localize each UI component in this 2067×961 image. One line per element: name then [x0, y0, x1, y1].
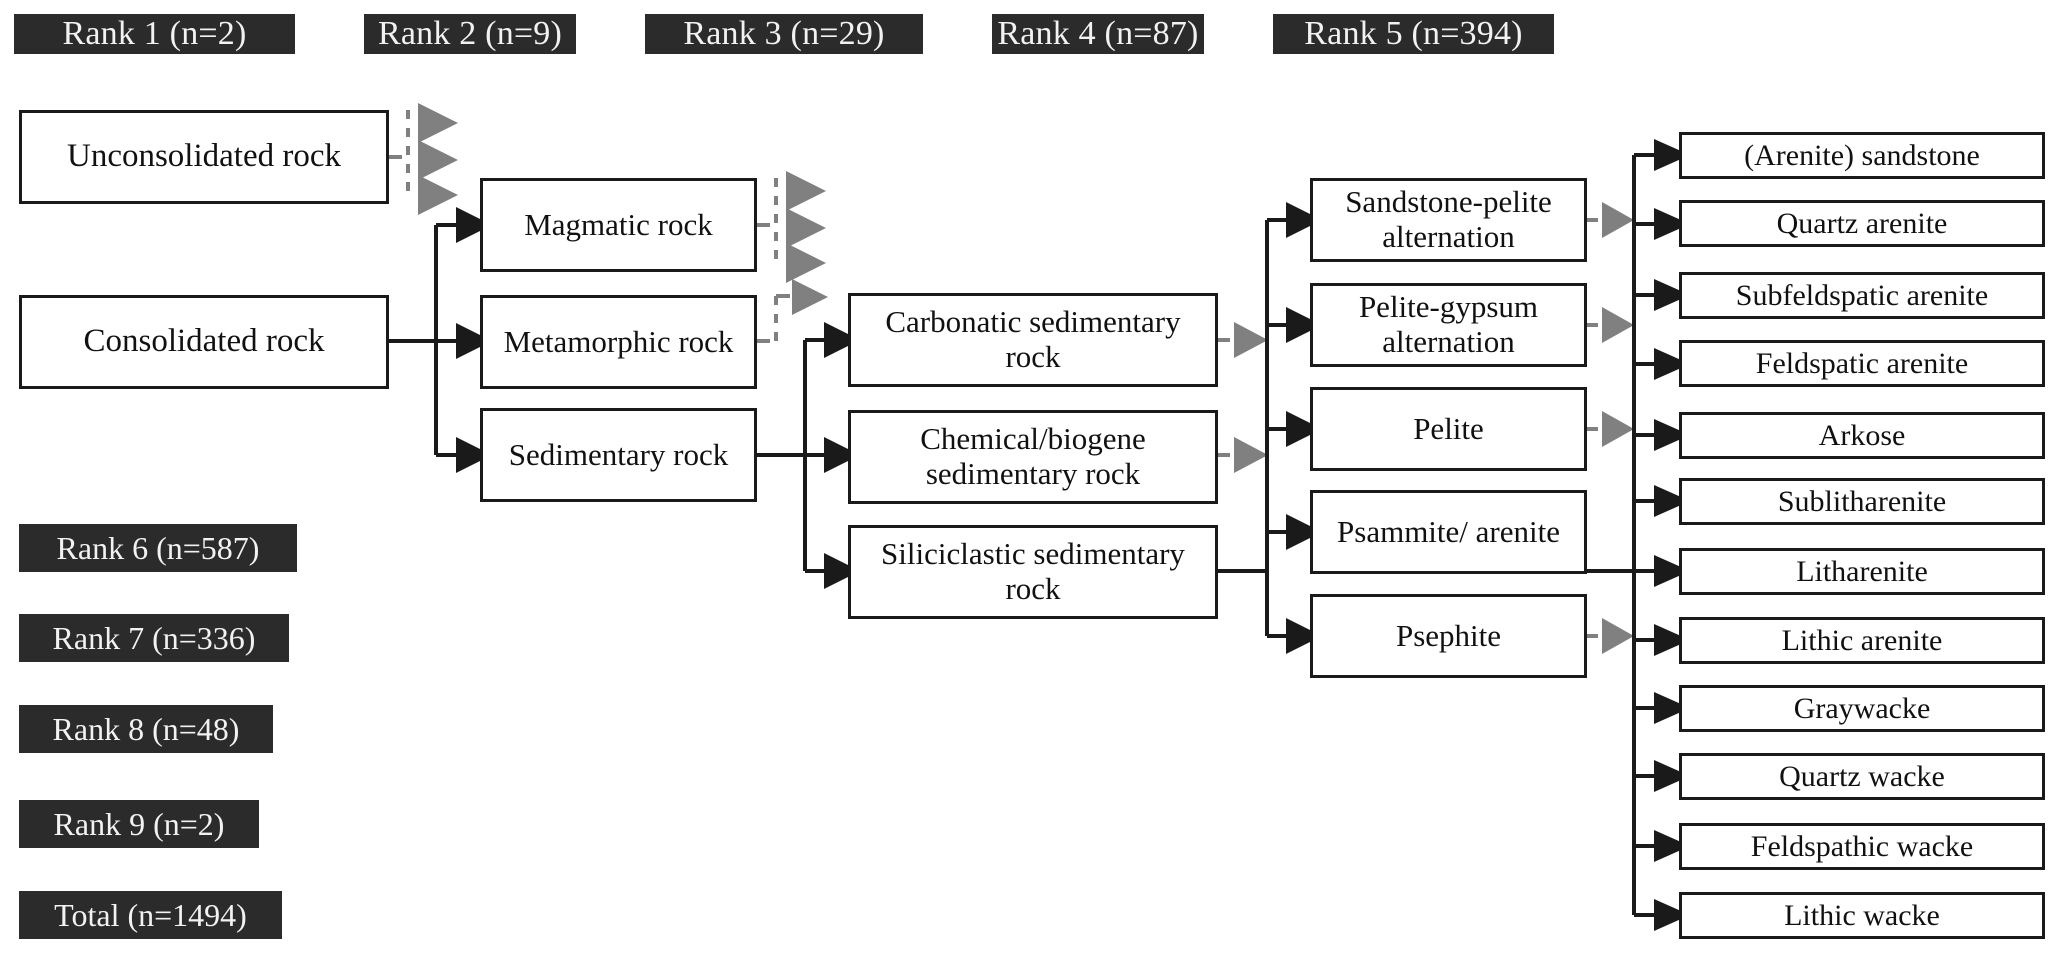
node-pelite-gypsum-alternation[interactable]: Pelite-gypsum alternation	[1310, 283, 1587, 367]
node-psammite-arenite[interactable]: Psammite/ arenite	[1310, 490, 1587, 574]
node-unconsolidated-rock[interactable]: Unconsolidated rock	[19, 110, 389, 204]
node-lithic-wacke[interactable]: Lithic wacke	[1679, 892, 2045, 939]
node-carbonatic-sedimentary-rock[interactable]: Carbonatic sedimentary rock	[848, 293, 1218, 387]
node-siliciclastic-sedimentary-rock[interactable]: Siliciclastic sedimentary rock	[848, 525, 1218, 619]
node-metamorphic-rock[interactable]: Metamorphic rock	[480, 295, 757, 389]
node-graywacke-label: Graywacke	[1793, 691, 1931, 725]
rank-label-8: Rank 8 (n=48)	[19, 705, 273, 753]
node-carbonatic-sedimentary-rock-label: Carbonatic sedimentary rock	[885, 304, 1181, 374]
node-pelite-gypsum-alternation-label: Pelite-gypsum alternation	[1358, 289, 1539, 359]
node-sublitharenite-label: Sublitharenite	[1777, 484, 1947, 518]
node-litharenite[interactable]: Litharenite	[1679, 548, 2045, 595]
continuation-marker-chemical-biogene-sedimentary-rock	[1218, 437, 1268, 473]
rank-header-3-label: Rank 3 (n=29)	[683, 15, 885, 52]
continuation-marker-pelite-gypsum-alternation	[1587, 307, 1634, 343]
edge-psammite-arenite-to-rank5	[1587, 139, 1690, 931]
edge-consolidated-rock-to-rank2	[389, 207, 492, 473]
rank-header-5-label: Rank 5 (n=394)	[1304, 15, 1523, 52]
node-feldspathic-wacke-label: Feldspathic wacke	[1750, 829, 1974, 863]
edge-sedimentary-rock-to-rank3	[757, 322, 860, 589]
rank-header-1-label: Rank 1 (n=2)	[62, 15, 247, 52]
node-magmatic-rock[interactable]: Magmatic rock	[480, 178, 757, 272]
node-sublitharenite[interactable]: Sublitharenite	[1679, 478, 2045, 525]
node-chemical-biogene-sedimentary-rock[interactable]: Chemical/biogene sedimentary rock	[848, 410, 1218, 504]
rank-header-1: Rank 1 (n=2)	[14, 14, 295, 54]
node-lithic-arenite-label: Lithic arenite	[1781, 623, 1943, 657]
node-psammite-arenite-label: Psammite/ arenite	[1337, 513, 1560, 549]
continuation-marker-unconsolidated-rock	[389, 103, 458, 215]
node-arkose-label: Arkose	[1818, 418, 1906, 452]
continuation-marker-magmatic-rock	[757, 171, 826, 283]
node-sandstone-pelite-alternation[interactable]: Sandstone-pelite alternation	[1310, 178, 1587, 262]
node-feldspathic-wacke[interactable]: Feldspathic wacke	[1679, 823, 2045, 870]
node-chemical-biogene-sedimentary-rock-label: Chemical/biogene sedimentary rock	[920, 421, 1146, 491]
node-quartz-wacke[interactable]: Quartz wacke	[1679, 753, 2045, 800]
node-psephite-label: Psephite	[1395, 617, 1502, 653]
node-sedimentary-rock-label: Sedimentary rock	[508, 436, 729, 472]
node-arenite-sandstone[interactable]: (Arenite) sandstone	[1679, 132, 2045, 179]
continuation-marker-pelite	[1587, 411, 1634, 447]
node-consolidated-rock[interactable]: Consolidated rock	[19, 295, 389, 389]
continuation-marker-carbonatic-sedimentary-rock	[1218, 322, 1268, 358]
node-arkose[interactable]: Arkose	[1679, 412, 2045, 459]
continuation-marker-psephite	[1587, 618, 1634, 654]
node-arenite-sandstone-label: (Arenite) sandstone	[1744, 138, 1980, 172]
rank-header-2-label: Rank 2 (n=9)	[378, 15, 562, 52]
node-quartz-arenite[interactable]: Quartz arenite	[1679, 200, 2045, 247]
rank-label-6: Rank 6 (n=587)	[19, 524, 297, 572]
rank-label-6-text: Rank 6 (n=587)	[56, 530, 260, 566]
node-metamorphic-rock-label: Metamorphic rock	[503, 323, 734, 359]
rank-header-4: Rank 4 (n=87)	[992, 14, 1204, 54]
node-pelite[interactable]: Pelite	[1310, 387, 1587, 471]
node-consolidated-rock-label: Consolidated rock	[83, 323, 325, 360]
node-siliciclastic-sedimentary-rock-label: Siliciclastic sedimentary rock	[881, 536, 1185, 606]
node-unconsolidated-rock-label: Unconsolidated rock	[66, 138, 341, 175]
rank-label-7: Rank 7 (n=336)	[19, 614, 289, 662]
node-lithic-wacke-label: Lithic wacke	[1784, 898, 1940, 932]
rank-label-8-text: Rank 8 (n=48)	[52, 711, 240, 747]
node-sedimentary-rock[interactable]: Sedimentary rock	[480, 408, 757, 502]
rank-label-9-text: Rank 9 (n=2)	[53, 806, 225, 842]
node-feldspatic-arenite[interactable]: Feldspatic arenite	[1679, 340, 2045, 387]
node-lithic-arenite[interactable]: Lithic arenite	[1679, 617, 2045, 664]
rank-header-3: Rank 3 (n=29)	[645, 14, 923, 54]
node-feldspatic-arenite-label: Feldspatic arenite	[1755, 346, 1969, 380]
node-graywacke[interactable]: Graywacke	[1679, 685, 2045, 732]
node-sandstone-pelite-alternation-label: Sandstone-pelite alternation	[1345, 184, 1552, 254]
edge-siliciclastic-sedimentary-rock-to-rank4	[1218, 202, 1322, 654]
rank-header-5: Rank 5 (n=394)	[1273, 14, 1554, 54]
total-label-text: Total (n=1494)	[54, 897, 247, 933]
node-quartz-arenite-label: Quartz arenite	[1776, 206, 1948, 240]
node-quartz-wacke-label: Quartz wacke	[1779, 759, 1945, 793]
node-pelite-label: Pelite	[1413, 410, 1484, 446]
total-label: Total (n=1494)	[19, 891, 282, 939]
node-psephite[interactable]: Psephite	[1310, 594, 1587, 678]
node-magmatic-rock-label: Magmatic rock	[524, 206, 713, 242]
rank-label-9: Rank 9 (n=2)	[19, 800, 259, 848]
node-litharenite-label: Litharenite	[1796, 554, 1928, 588]
rank-header-2: Rank 2 (n=9)	[364, 14, 576, 54]
node-subfeldspatic-arenite[interactable]: Subfeldspatic arenite	[1679, 272, 2045, 319]
rank-header-4-label: Rank 4 (n=87)	[997, 15, 1199, 52]
rank-label-7-text: Rank 7 (n=336)	[52, 620, 256, 656]
continuation-marker-metamorphic-rock	[757, 279, 828, 345]
node-subfeldspatic-arenite-label: Subfeldspatic arenite	[1735, 278, 1989, 312]
continuation-marker-sandstone-pelite-alternation	[1587, 202, 1634, 238]
